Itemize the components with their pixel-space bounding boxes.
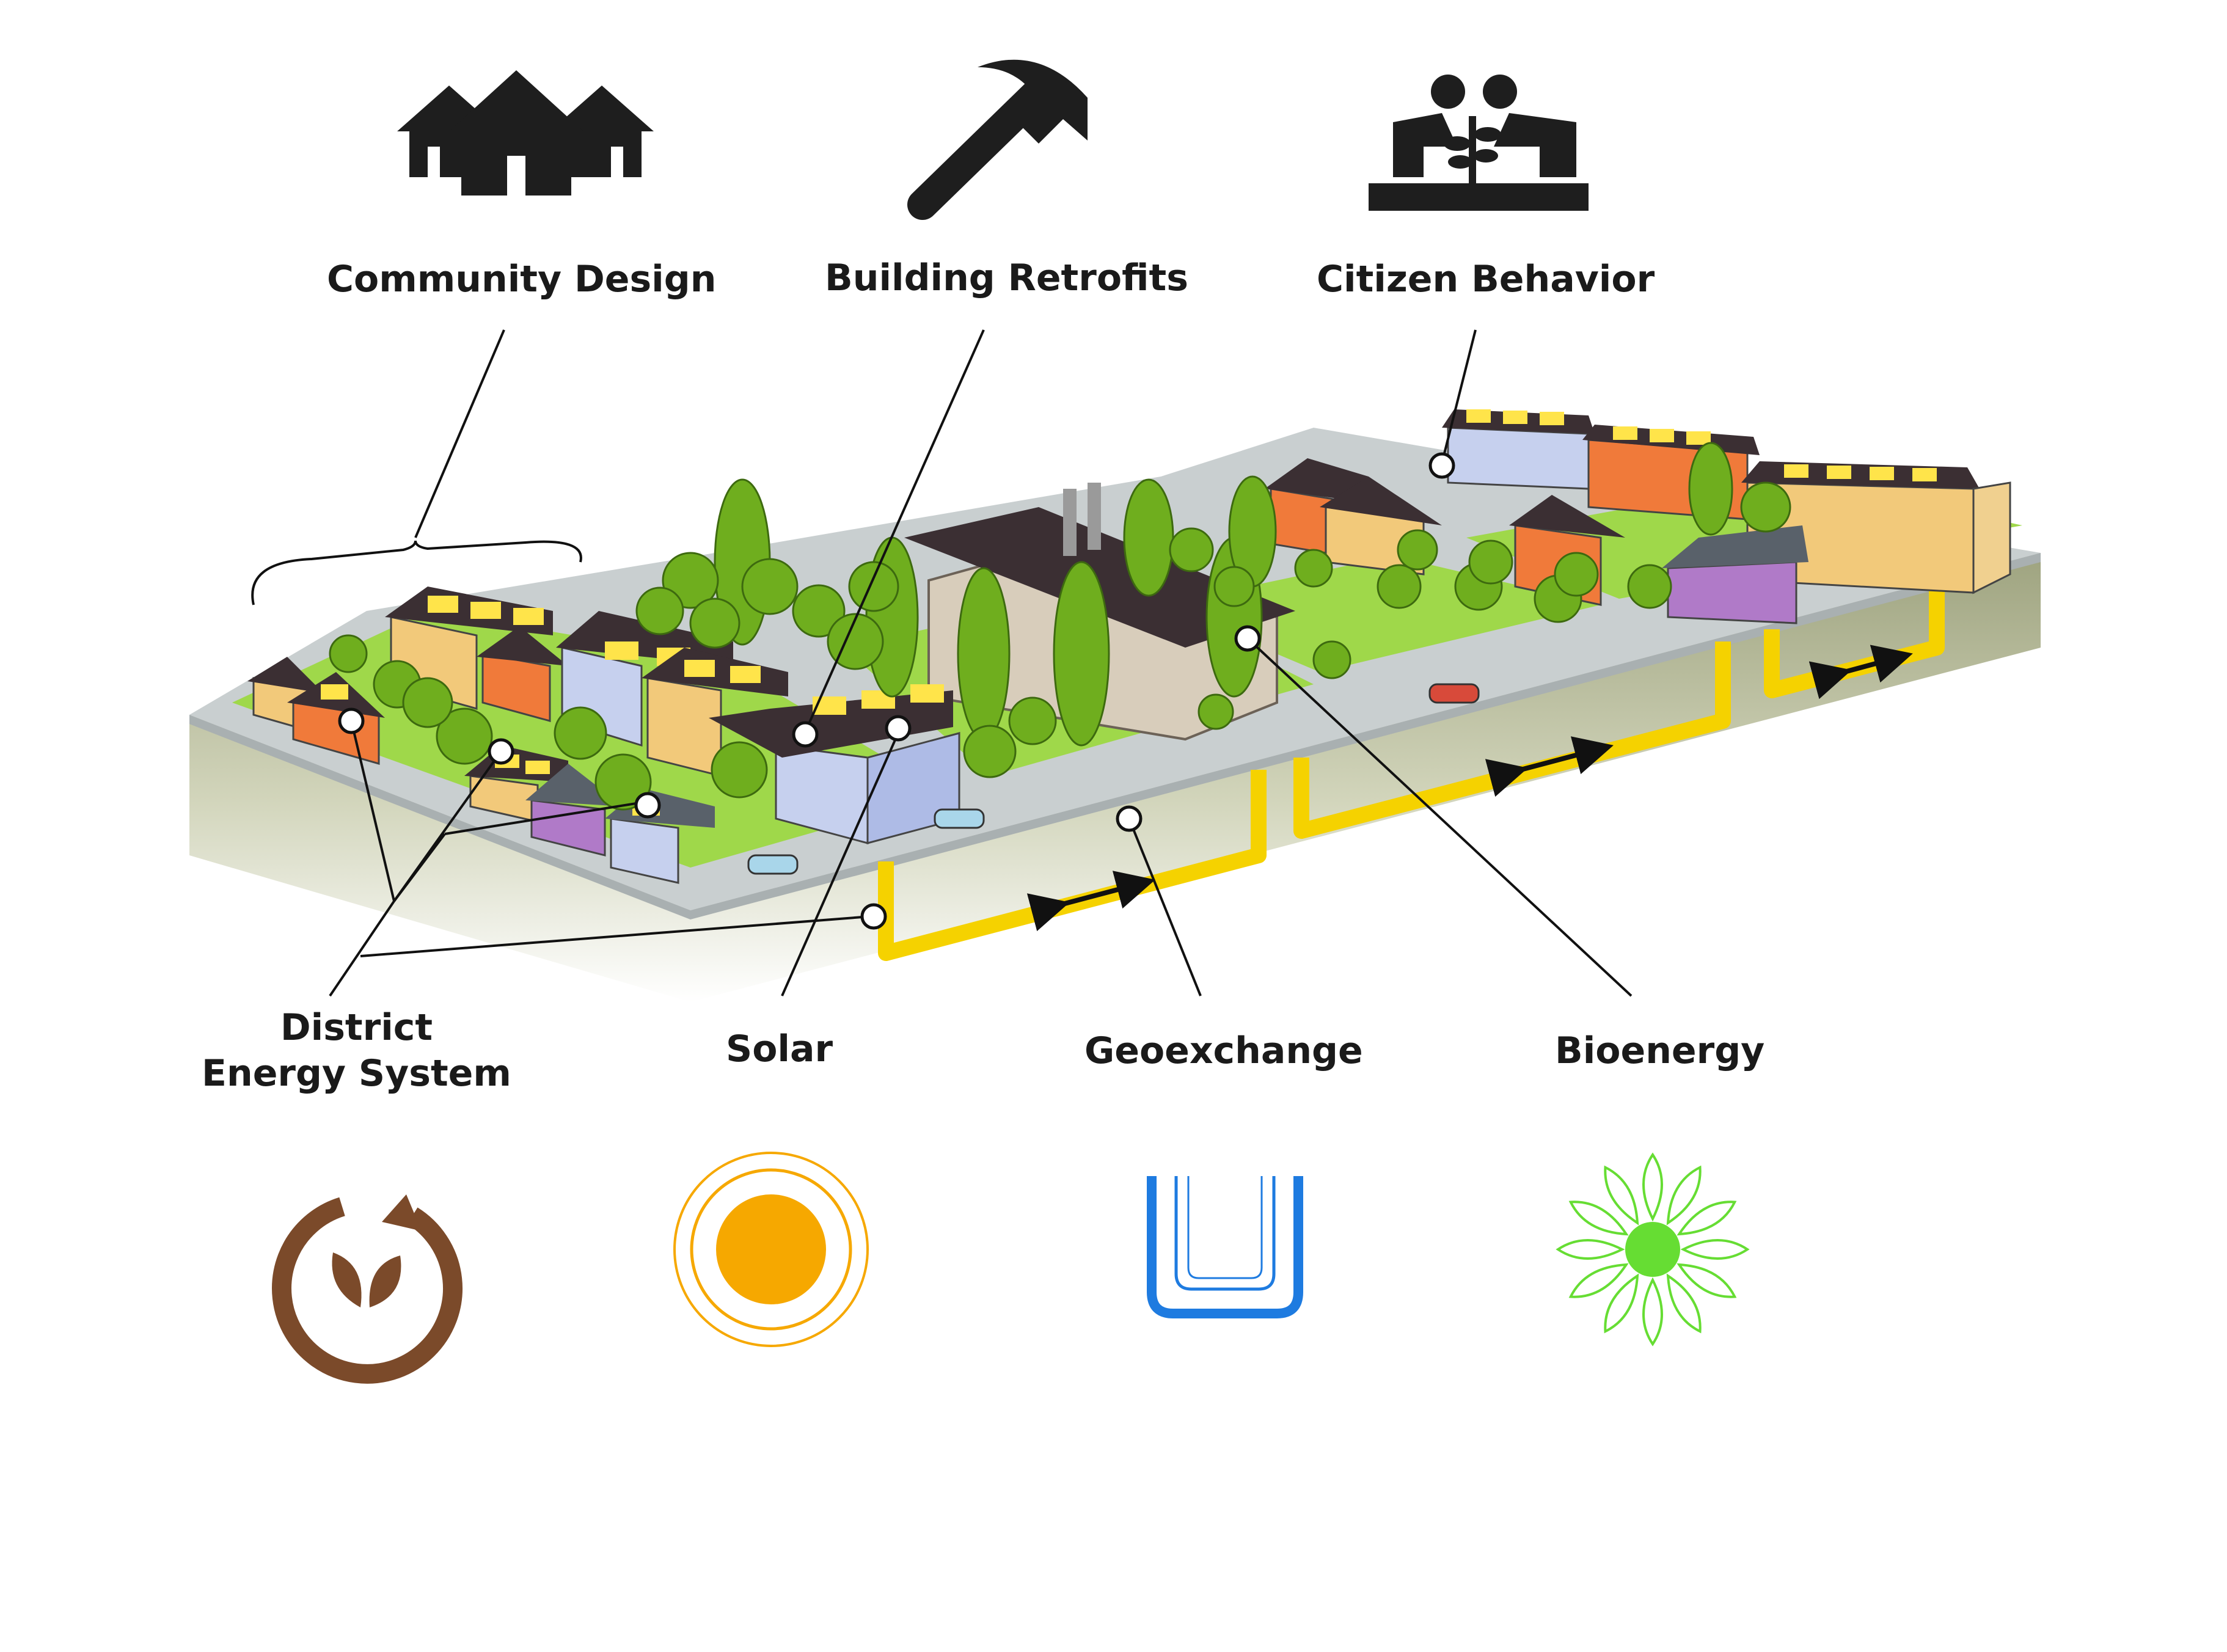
people-planting-icon <box>1369 75 1589 211</box>
community-model <box>189 329 2041 1002</box>
houses-icon <box>397 70 654 196</box>
geoexchange-label: Geoexchange <box>1084 1029 1363 1072</box>
cars <box>747 683 1480 875</box>
community-design-bracket <box>251 540 582 605</box>
flow-arrows <box>1026 645 1913 932</box>
sun-icon <box>673 1152 869 1347</box>
citizen-behavior-label: Citizen Behavior <box>1317 258 1655 301</box>
callout-dots <box>338 452 1455 930</box>
solar-label: Solar <box>726 1028 833 1070</box>
hammer-icon <box>907 59 1088 220</box>
district-energy-system-label: District Energy System <box>202 1005 511 1097</box>
building-retrofits-label: Building Retrofits <box>825 257 1188 299</box>
district-energy-cycle-icon <box>272 1194 463 1384</box>
district-label-line2: Energy System <box>202 1052 511 1095</box>
bioenergy-label: Bioenergy <box>1555 1029 1765 1072</box>
geoexchange-loop-icon <box>1147 1176 1303 1318</box>
bioenergy-flower-icon <box>1556 1152 1750 1347</box>
community-design-label: Community Design <box>327 258 717 301</box>
leader-lines <box>329 329 1633 997</box>
district-label-line1: District <box>280 1006 433 1049</box>
trees <box>329 442 1791 811</box>
